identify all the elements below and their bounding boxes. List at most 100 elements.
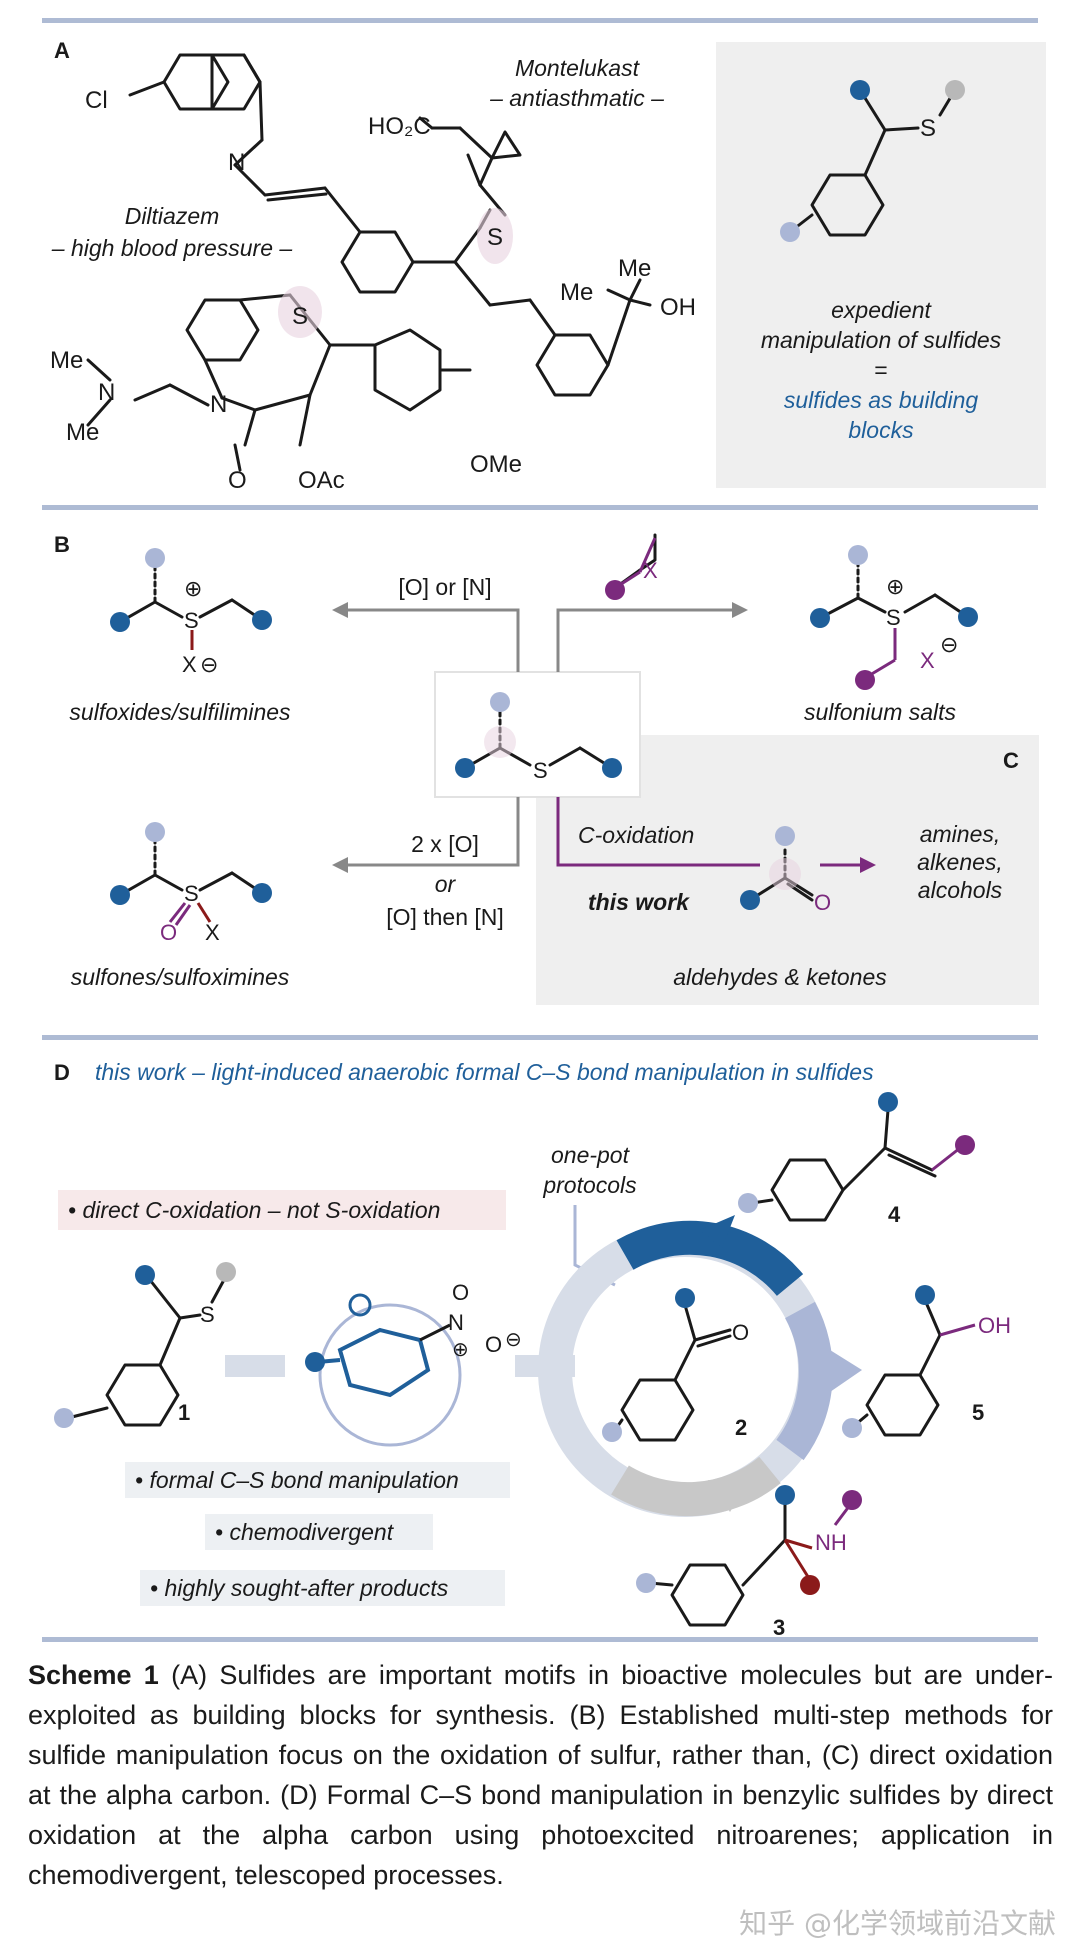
compound-4-label: 4 — [888, 1202, 901, 1227]
product-alcohols: alcohols — [918, 877, 1003, 903]
montelukast-name: Montelukast — [515, 55, 641, 81]
formal-text: • formal C–S bond manipulation — [135, 1467, 459, 1493]
this-work-label: this work — [588, 889, 690, 915]
panel-b-label: B — [54, 532, 70, 557]
cycle-arc-top — [616, 1220, 804, 1297]
nitro-o-right: O — [485, 1332, 502, 1357]
panel-d-title: this work – light-induced anaerobic form… — [95, 1059, 874, 1085]
atom-oac: OAc — [298, 467, 345, 494]
caption-lead: Scheme 1 — [28, 1660, 159, 1690]
catalyst-ring — [318, 1303, 462, 1447]
cycle-arc-bottom — [611, 1456, 781, 1517]
atom-n-quinoline: N — [228, 149, 245, 176]
atom-ho2c: HO₂C — [368, 113, 431, 140]
atom-s-montelukast: S — [487, 224, 503, 251]
compound-2-structure — [602, 1288, 732, 1442]
atom-me-top: Me — [50, 347, 83, 374]
box-line-3: = — [874, 357, 887, 383]
compound-1-label: 1 — [178, 1400, 190, 1425]
atom-me-1: Me — [618, 255, 651, 282]
sulfoxide-x: X — [182, 652, 197, 677]
carbonyl-structure — [740, 826, 814, 910]
compound-1-s: S — [200, 1302, 215, 1327]
atom-oh: OH — [660, 294, 696, 321]
product-alkenes: alkenes, — [917, 849, 1003, 875]
aldehydes-label: aldehydes & ketones — [673, 964, 887, 990]
divider-ab — [42, 505, 1038, 510]
panel-a-box — [716, 42, 1046, 488]
sulfone-structure — [110, 822, 272, 926]
watermark: 知乎 @化学领域前沿文献 — [739, 1907, 1056, 1940]
sulfone-o: O — [160, 920, 177, 945]
atom-n-me2: N — [98, 379, 115, 406]
sulfonium-structure — [605, 533, 978, 690]
atom-me-bottom: Me — [66, 419, 99, 446]
scheme-caption: Scheme 1 (A) Sulfides are important moti… — [28, 1655, 1053, 1895]
divider-top — [42, 18, 1038, 23]
sulfone-s: S — [184, 881, 199, 906]
divider-bd — [42, 1035, 1038, 1040]
product-amines: amines, — [920, 821, 1001, 847]
box-line-1: expedient — [831, 297, 932, 323]
two-o: 2 x [O] — [411, 831, 479, 857]
compound-1-structure — [54, 1262, 236, 1428]
divider-bottom — [42, 1637, 1038, 1642]
atom-cl: Cl — [85, 87, 108, 114]
atom-n-diltiazem: N — [210, 391, 227, 418]
compound-5-oh: OH — [978, 1313, 1011, 1338]
connector-left — [225, 1355, 285, 1377]
one-pot-2: protocols — [542, 1172, 637, 1198]
reagent-x: X — [643, 558, 658, 583]
generic-sulfide-structure — [780, 80, 965, 242]
sulfones-label: sulfones/sulfoximines — [71, 964, 290, 990]
atom-s-diltiazem: S — [292, 303, 308, 330]
nitro-o-top: O — [452, 1280, 469, 1305]
cycle-arc-right — [776, 1301, 833, 1461]
compound-3-label: 3 — [773, 1615, 785, 1640]
caption-text: (A) Sulfides are important motifs in bio… — [28, 1660, 1053, 1890]
highly-box — [140, 1570, 505, 1606]
o-then-n: [O] then [N] — [386, 904, 504, 930]
compound-5-structure — [842, 1285, 976, 1438]
nitroarene-structure — [305, 1293, 451, 1398]
sulfoxide-minus: ⊖ — [200, 652, 218, 677]
diltiazem-use: – high blood pressure – — [51, 235, 293, 261]
sulfone-x: X — [205, 920, 220, 945]
sulfonium-label: sulfonium salts — [804, 699, 957, 725]
chemodivergent-text: • chemodivergent — [215, 1519, 395, 1545]
sulfoxide-s: S — [184, 608, 199, 633]
nitro-minus: ⊖ — [505, 1329, 522, 1351]
sulfonium-minus: ⊖ — [940, 632, 958, 657]
sulfonium-x: X — [920, 648, 935, 673]
highly-text: • highly sought-after products — [150, 1575, 449, 1601]
montelukast-structure — [128, 53, 652, 397]
compound-4-structure — [738, 1092, 975, 1222]
compound-2-o: O — [732, 1320, 749, 1345]
direct-text: • direct C-oxidation – not S-oxidation — [68, 1197, 440, 1223]
nitro-plus: ⊕ — [452, 1339, 469, 1361]
compound-2-label: 2 — [735, 1415, 747, 1440]
arrow-to-5 — [830, 1350, 862, 1392]
sulfoxides-label: sulfoxides/sulfilimines — [69, 699, 291, 725]
arrow-to-4 — [700, 1215, 735, 1248]
c-oxidation-label: C-oxidation — [578, 822, 694, 848]
nitro-n: N — [448, 1310, 464, 1335]
direct-banner — [58, 1190, 506, 1230]
one-pot-1: one-pot — [551, 1142, 631, 1168]
box-line-2: manipulation of sulfides — [761, 327, 1002, 353]
center-s: S — [533, 758, 548, 783]
sulfonium-plus: ⊕ — [886, 574, 904, 599]
atom-s-generic: S — [920, 115, 936, 142]
compound-3-structure — [636, 1485, 862, 1627]
panel-d-label: D — [54, 1060, 70, 1085]
arrow-to-3 — [708, 1480, 748, 1512]
atom-ome: OMe — [470, 451, 522, 478]
panel-a-label: A — [54, 38, 70, 63]
box-line-4: sulfides as building — [784, 387, 979, 413]
oxid-or-n: [O] or [N] — [398, 574, 491, 600]
montelukast-use: – antiasthmatic – — [489, 85, 664, 111]
formal-box — [125, 1462, 510, 1498]
sulfoxide-plus: ⊕ — [184, 576, 202, 601]
sulfonium-s: S — [886, 605, 901, 630]
panel-c-label: C — [1003, 748, 1019, 773]
